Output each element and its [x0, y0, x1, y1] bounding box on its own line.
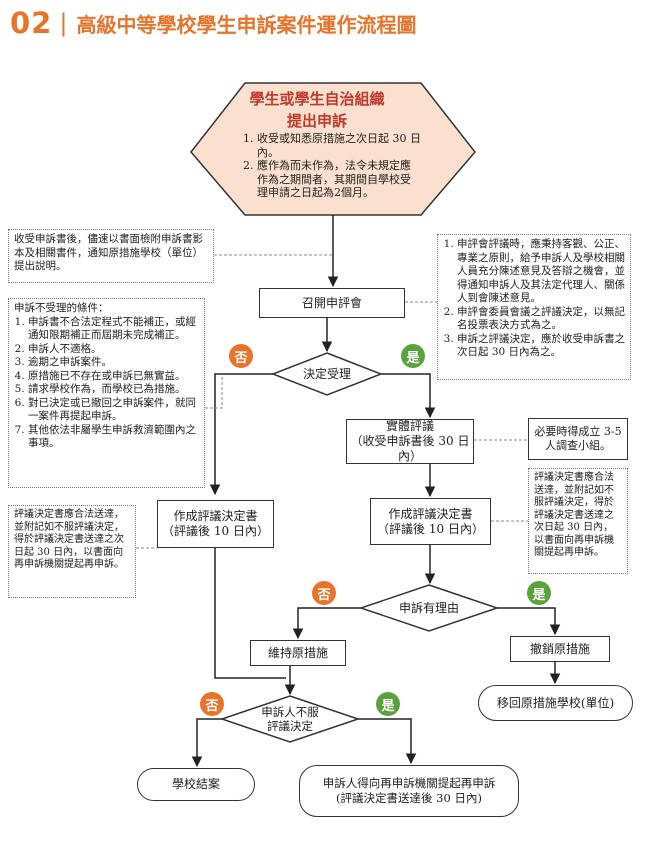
- return-school-label: 移回原措施學校(單位): [496, 695, 615, 710]
- yes-label: 是: [532, 587, 546, 603]
- header-separator: |: [59, 9, 68, 37]
- connector-lines: [191, 215, 561, 768]
- maintain-label: 維持原措施: [267, 645, 328, 660]
- yes-badge-grounds: 是: [527, 581, 551, 605]
- node-convene: 召開申評會: [259, 288, 405, 318]
- no-label: 否: [234, 350, 248, 366]
- convene-label: 召開申評會: [301, 295, 362, 310]
- decision-right-line2: （評議後 10 日內）: [377, 521, 484, 536]
- node-disagree: 申訴人不服 評議決定: [242, 705, 338, 733]
- node-hearing: 實體評議 （收受申訴書後 30 日內）: [346, 419, 474, 464]
- node-revoke: 撤銷原措施: [510, 636, 610, 662]
- hearing-line1: 實體評議: [385, 419, 434, 433]
- start-hexagon: [190, 82, 476, 216]
- note-not-accepted: 申訴不受理的條件： 申訴書不合法定程式不能補正，或經通知限期補正而屆期未完成補正…: [8, 298, 205, 488]
- start-title-line2: 提出申訴: [286, 112, 347, 130]
- decision-right-line1: 作成評議決定書: [388, 506, 473, 521]
- yes-label: 是: [406, 350, 420, 366]
- start-node-items: 收受或知悉原措施之次日起 30 日內。 應作為而未作為，法令未規定應作為之期間者…: [243, 132, 421, 200]
- yes-badge-disagree: 是: [376, 692, 400, 716]
- note-school-notice-text: 收受申訴書後，儘速以書面檢附申訴書影本及相關書件，通知原措施學校（單位）提出說明…: [14, 233, 203, 272]
- start-item: 應作為而未作為，法令未規定應作為之期間者，其期間自學校受理申請之日起為2個月。: [257, 159, 421, 200]
- no-badge-accept: 否: [229, 344, 253, 368]
- grounds-label: 申訴有理由: [398, 601, 459, 615]
- yes-label: 是: [381, 698, 395, 714]
- decision-left-line1: 作成評議決定書: [173, 509, 258, 523]
- decision-diamond-accept: [270, 352, 384, 396]
- school-end-label: 學校結案: [171, 777, 220, 791]
- principle-item: 申評會評議時，應秉持客觀、公正、專業之原則，給予申訴人及學校相關人員充分陳述意見…: [457, 238, 625, 306]
- decision-diamond-disagree: [219, 695, 361, 743]
- note-investigation: 必要時得成立 3-5 人調查小組。: [528, 418, 628, 460]
- start-node-title: 學生或學生自治組織 提出申訴: [227, 88, 407, 132]
- page-title: 高級中等學校學生申訴案件運作流程圖: [76, 12, 417, 37]
- not-accepted-item: 原措施已不存在或申訴已無實益。: [28, 370, 199, 384]
- section-number: 02: [10, 6, 53, 40]
- no-label: 否: [205, 698, 219, 714]
- yes-badge-accept: 是: [401, 344, 425, 368]
- investigation-text: 必要時得成立 3-5 人調查小組。: [534, 425, 622, 452]
- no-badge-disagree: 否: [200, 692, 224, 716]
- reappeal-line1: 申訴人得向再申訴機關提起再申訴: [322, 776, 496, 790]
- node-decide-accept: 決定受理: [283, 367, 371, 382]
- not-accepted-item: 其他依法非屬學生申訴救濟範圍內之事項。: [28, 424, 199, 451]
- note-review-principles: 申評會評議時，應秉持客觀、公正、專業之原則，給予申訴人及學校相關人員充分陳述意見…: [437, 234, 631, 380]
- not-accepted-item: 對已決定或已撤回之申訴案件，就同一案件再提起申訴。: [28, 397, 199, 424]
- note-school-notice: 收受申訴書後，儘速以書面檢附申訴書影本及相關書件，通知原措施學校（單位）提出說明…: [8, 229, 214, 283]
- start-title-line1: 學生或學生自治組織: [249, 90, 385, 108]
- decision-diamond-grounds: [358, 584, 500, 632]
- not-accepted-item: 申訴書不合法定程式不能補正，或經通知限期補正而屆期未完成補正。: [28, 316, 199, 343]
- not-accepted-title: 申訴不受理的條件：: [14, 302, 109, 314]
- not-accepted-item: 逾期之申訴案件。: [28, 356, 199, 370]
- node-school-end: 學校結案: [137, 768, 255, 801]
- note-left-reappeal: 評議決定書應合法送達，並附記如不服評議決定，得於評議決定書送達之次日起 30 日…: [8, 505, 136, 598]
- node-grounds: 申訴有理由: [381, 601, 477, 616]
- reappeal-line2: (評議決定書送達後 30 日內): [336, 791, 482, 805]
- not-accepted-item: 申訴人不適格。: [28, 343, 199, 357]
- principle-item: 申訴之評議決定，應於收受申訴書之次日起 30 日內為之。: [457, 333, 625, 360]
- note-leader-lines: [136, 254, 528, 549]
- principle-item: 申評會委員會議之評議決定，以無記名投票表決方式為之。: [457, 306, 625, 333]
- node-maintain: 維持原措施: [250, 640, 346, 666]
- no-badge-grounds: 否: [312, 581, 336, 605]
- page-header: 02 | 高級中等學校學生申訴案件運作流程圖: [10, 6, 416, 40]
- right-reappeal-text: 評議決定書應合法送達，並附記如不服評議決定，得於評議決定書送達之次日起 30 日…: [534, 472, 614, 558]
- no-label: 否: [317, 587, 331, 603]
- decision-left-line2: （評議後 10 日內）: [162, 524, 269, 538]
- start-item: 收受或知悉原措施之次日起 30 日內。: [257, 132, 421, 159]
- not-accepted-item: 請求學校作為，而學校已為措施。: [28, 383, 199, 397]
- note-right-reappeal: 評議決定書應合法送達，並附記如不服評議決定，得於評議決定書送達之次日起 30 日…: [528, 468, 628, 574]
- decide-accept-label: 決定受理: [302, 367, 351, 381]
- hearing-line2: （收受申訴書後 30 日內）: [350, 434, 470, 463]
- revoke-label: 撤銷原措施: [529, 641, 590, 656]
- node-decision-right: 作成評議決定書 （評議後 10 日內）: [370, 498, 491, 545]
- disagree-line2: 評議決定: [267, 719, 313, 733]
- node-return-school: 移回原措施學校(單位): [478, 685, 633, 721]
- left-reappeal-text: 評議決定書應合法送達，並附記如不服評議決定，得於評議決定書送達之次日起 30 日…: [14, 509, 124, 570]
- disagree-line1: 申訴人不服: [261, 705, 319, 719]
- node-decision-left: 作成評議決定書 （評議後 10 日內）: [157, 500, 274, 548]
- node-reappeal: 申訴人得向再申訴機關提起再申訴 (評議決定書送達後 30 日內): [299, 765, 519, 817]
